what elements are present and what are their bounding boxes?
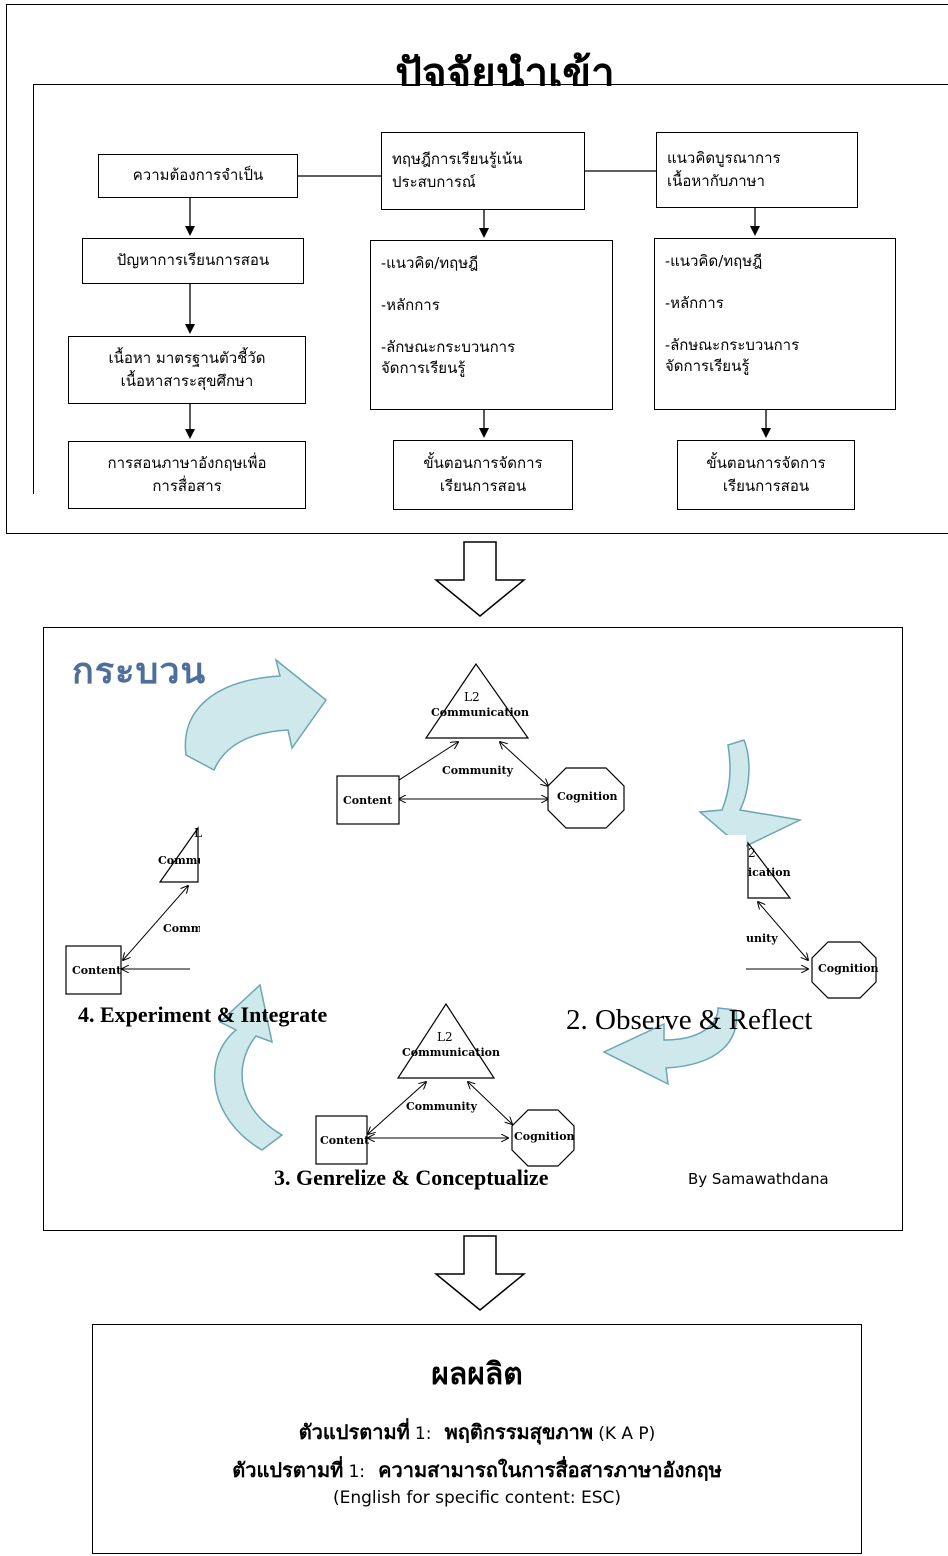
step2-label: 2. Observe & Reflect [566,1004,813,1036]
input-connectors [185,170,771,439]
step4-label: 4. Experiment & Integrate [78,1002,328,1027]
input-outer-frame [6,4,948,534]
diagram-left [65,826,199,995]
down-arrow-icon [433,541,527,617]
box-col2-steps: ขั้นตอนการจัดการ เรียนการสอน [393,440,573,510]
output-title: ผลผลิต [431,1357,523,1392]
box-col3-concepts: -แนวคิด/ทฤษฎี -หลักการ -ลักษณะกระบวนการ … [654,238,896,410]
input-inner-frame [33,84,948,494]
bottom-cognition-label: Cognition [514,1130,575,1143]
right-cognition-label: Cognition [818,962,879,975]
communication-triangle [424,662,530,739]
right-communication-label: ication [748,866,791,879]
top-community-label: Community [442,764,514,777]
output-var2: ตัวแปรตามที่ 1: ความสามารถในการสื่อสารภา… [232,1458,722,1482]
cycle-arrow-top-right [698,739,803,849]
box-english-communication: การสอนภาษาอังกฤษเพื่อ การสื่อสาร [68,441,306,509]
box-col3-steps: ขั้นตอนการจัดการ เรียนการสอน [677,440,855,510]
cycle-arrow-top-left [184,658,328,772]
process-title: กระบวน [72,651,207,692]
top-l2-label: L2 [464,690,480,704]
process-frame [43,627,903,1231]
box-integration-concept: แนวคิดบูรณาการ เนื้อหากับภาษา [656,132,858,208]
credit-label: By Samawathdana [688,1170,829,1188]
left-communication-label: Commu [158,854,200,867]
box-teaching-problems: ปัญหาการเรียนการสอน [82,238,304,284]
bottom-l2-label: L2 [437,1030,453,1044]
input-title: ปัจจัยนำเข้า [395,49,615,86]
diagram-top [336,662,625,829]
left-content-label: Content [72,964,122,977]
diagram-bottom [315,1002,575,1167]
bottom-community-label: Community [406,1100,478,1113]
box-experiential-learning: ทฤษฎีการเรียนรู้เน้น ประสบการณ์ [381,132,585,210]
right-mask [712,835,746,985]
step3-label: 3. Genrelize & Conceptualize [274,1165,549,1190]
left-mask [200,790,230,1010]
bottom-content-label: Content [320,1134,370,1147]
top-content-label: Content [343,794,393,807]
cycle-arrow-bottom-right [602,1007,738,1086]
output-var1: ตัวแปรตามที่ 1: พฤติกรรมสุขภาพ (K A P) [298,1420,656,1444]
left-l-label: L [194,826,202,840]
right-community-label: unity [746,932,778,945]
left-community-label: Comm [163,922,200,935]
bottom-communication-label: Communication [402,1046,500,1059]
right-l2-label: 2 [748,846,756,860]
diagram-right [742,841,877,999]
cycle-arrow-bottom-left [213,983,284,1151]
down-arrow-icon [433,1235,527,1311]
box-needs: ความต้องการจำเป็น [98,154,298,198]
top-communication-label: Communication [431,706,529,719]
box-content-standards: เนื้อหา มาตรฐานตัวชี้วัด เนื้อหาสาระสุขศ… [68,336,306,404]
output-box: ผลผลิต ตัวแปรตามที่ 1: พฤติกรรมสุขภาพ (K… [92,1324,862,1554]
box-col2-concepts: -แนวคิด/ทฤษฎี -หลักการ -ลักษณะกระบวนการ … [370,240,613,410]
content-box [336,775,400,825]
output-var2-sub: (English for specific content: ESC) [332,1488,622,1508]
top-cognition-label: Cognition [557,790,618,803]
cognition-octagon [547,767,625,829]
